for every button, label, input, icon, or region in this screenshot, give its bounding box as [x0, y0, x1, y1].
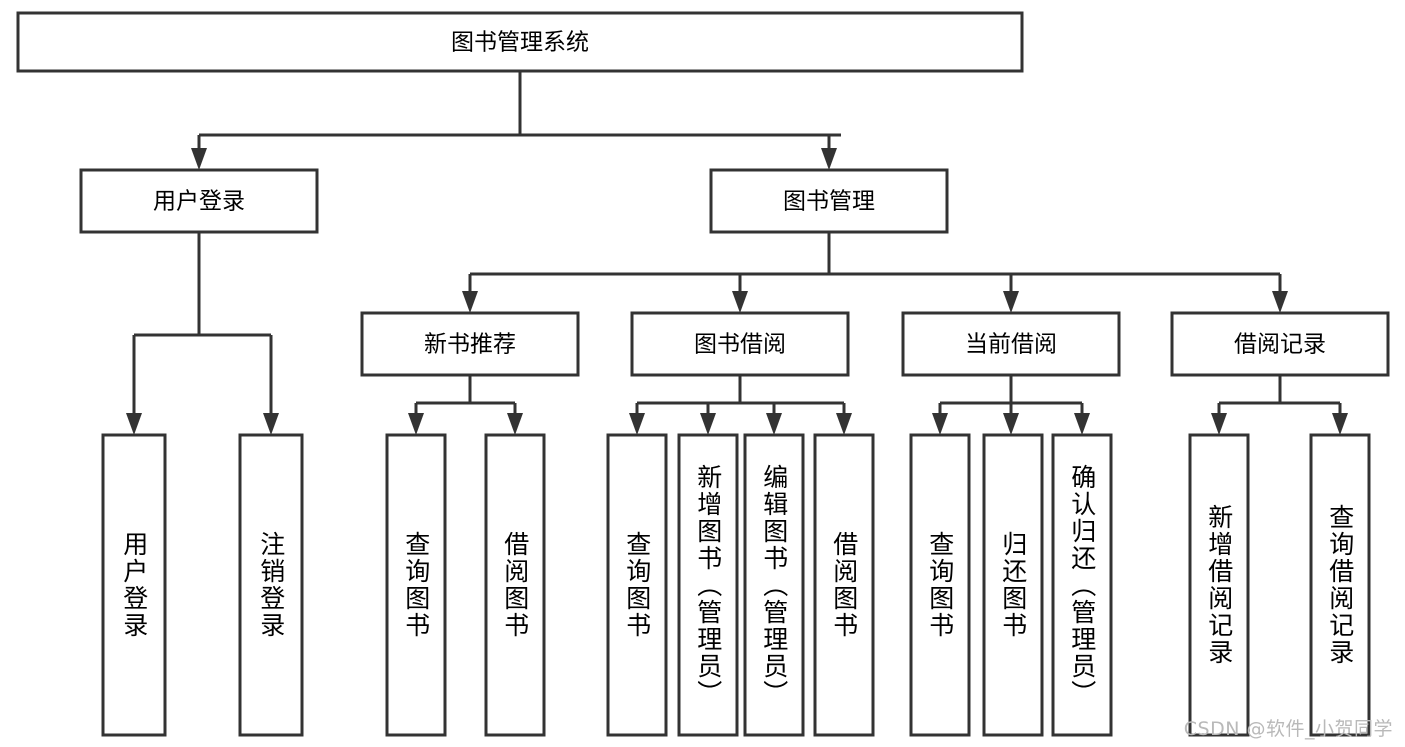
leaf-box-user-login[interactable] — [101, 433, 167, 737]
leaf-box-layer — [101, 433, 1371, 737]
arrow-user-login-to-leaf-logout — [263, 413, 279, 435]
node-current-borrow[interactable]: 当前借阅 — [901, 311, 1121, 377]
leaf-box-query-record[interactable] — [1309, 433, 1371, 737]
root-box[interactable] — [16, 11, 1024, 73]
leaf-box-confirm-return[interactable] — [1051, 433, 1113, 737]
arrow-current-to-confirm-return — [1074, 413, 1090, 435]
node-root[interactable]: 图书管理系统 — [16, 11, 1024, 73]
connector-root-trunk — [197, 71, 841, 158]
arrow-recommend-to-query-book — [408, 413, 424, 435]
arrow-borrow-to-query-book — [629, 413, 645, 435]
arrow-record-to-add-record — [1211, 413, 1227, 435]
node-borrow-record[interactable]: 借阅记录 — [1170, 311, 1390, 377]
arrow-borrow-to-edit-book — [766, 413, 782, 435]
leaf-box-borrow-book-1[interactable] — [484, 433, 546, 737]
arrow-recommend-to-borrow-book — [507, 413, 523, 435]
new-book-recommend-label: 新书推荐 — [424, 332, 516, 358]
connector-book-manage-trunk — [468, 232, 1282, 301]
user-login-label: 用户登录 — [153, 189, 245, 215]
leaf-box-logout[interactable] — [238, 433, 304, 737]
connector-layer — [126, 71, 1348, 435]
arrow-record-to-query-record — [1332, 413, 1348, 435]
arrow-root-to-book-manage — [821, 148, 837, 170]
arrow-borrow-to-add-book — [700, 413, 716, 435]
watermark: CSDN @软件_小贺同学 — [1183, 718, 1393, 740]
new-book-recommend-box[interactable] — [360, 311, 580, 377]
leaf-box-query-book-1[interactable] — [385, 433, 447, 737]
user-login-box[interactable] — [79, 168, 319, 234]
book-manage-label: 图书管理 — [783, 189, 875, 215]
node-user-login[interactable]: 用户登录 — [79, 168, 319, 234]
arrow-book-manage-to-book-borrow — [732, 291, 748, 313]
connector-book-borrow-trunk — [635, 375, 846, 423]
leaf-box-query-book-3[interactable] — [909, 433, 971, 737]
arrow-current-to-query-book — [932, 413, 948, 435]
connector-new-book-recommend-trunk — [414, 375, 517, 423]
arrow-root-to-user-login — [191, 148, 207, 170]
leaf-box-borrow-book-2[interactable] — [813, 433, 875, 737]
leaf-box-query-book-2[interactable] — [606, 433, 668, 737]
book-manage-box[interactable] — [709, 168, 949, 234]
arrow-book-manage-to-current-borrow — [1003, 291, 1019, 313]
book-borrow-label: 图书借阅 — [694, 332, 786, 358]
leaf-box-edit-book[interactable] — [743, 433, 805, 737]
connector-borrow-record-trunk — [1217, 375, 1342, 423]
leaf-box-return-book[interactable] — [982, 433, 1044, 737]
leaf-box-add-book[interactable] — [677, 433, 739, 737]
borrow-record-box[interactable] — [1170, 311, 1390, 377]
node-book-manage[interactable]: 图书管理 — [709, 168, 949, 234]
connector-user-login-trunk — [132, 232, 273, 423]
leaf-box-add-record[interactable] — [1188, 433, 1250, 737]
borrow-record-label: 借阅记录 — [1234, 332, 1326, 358]
root-label: 图书管理系统 — [451, 30, 589, 56]
arrow-book-manage-to-new-book-recommend — [462, 291, 478, 313]
current-borrow-label: 当前借阅 — [965, 332, 1057, 358]
arrow-book-manage-to-borrow-record — [1272, 291, 1288, 313]
book-borrow-box[interactable] — [630, 311, 850, 377]
arrow-user-login-to-leaf-user-login — [126, 413, 142, 435]
node-new-book-recommend[interactable]: 新书推荐 — [360, 311, 580, 377]
current-borrow-box[interactable] — [901, 311, 1121, 377]
arrow-current-to-return-book — [1003, 413, 1019, 435]
arrow-borrow-to-borrow-book — [836, 413, 852, 435]
node-book-borrow[interactable]: 图书借阅 — [630, 311, 850, 377]
